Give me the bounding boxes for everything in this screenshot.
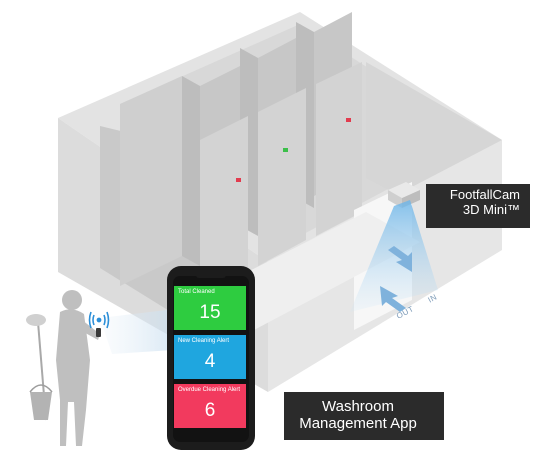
- card-total-cleaned[interactable]: [174, 286, 246, 330]
- arrow-in-icon: [388, 246, 412, 272]
- card-new-cleaning-alert[interactable]: [174, 335, 246, 379]
- bucket-icon: [29, 384, 53, 420]
- vacant-indicator-icon: [283, 148, 288, 152]
- sensor-beam: [350, 200, 438, 312]
- footfallcam-title: FootfallCam: [449, 187, 520, 202]
- washroom-app-callout: Washroom Management App: [284, 392, 444, 440]
- handheld-phone-icon: [96, 328, 101, 337]
- arrow-out-icon: [380, 286, 406, 312]
- card-value-new-cleaning-alert: 4: [204, 351, 216, 372]
- wifi-signal-icon: [88, 311, 110, 329]
- occupied-indicator-icon: [236, 178, 241, 182]
- occupied-indicator-icon: [346, 118, 351, 122]
- card-value-total-cleaned: 15: [199, 302, 221, 323]
- washroom-app-title-line2: Management App: [299, 415, 417, 433]
- card-value-overdue-cleaning-alert: 6: [204, 400, 216, 421]
- card-overdue-cleaning-alert[interactable]: [174, 384, 246, 428]
- footfallcam-callout: FootfallCam 3D Mini™: [426, 184, 530, 228]
- card-label-total-cleaned: Total Cleaned: [178, 289, 215, 295]
- card-label-overdue-cleaning-alert: Overdue Cleaning Alert: [178, 387, 241, 393]
- washroom-app-title-line1: Washroom: [322, 398, 394, 415]
- person-icon: [56, 290, 100, 446]
- footfallcam-model: 3D Mini™: [462, 201, 520, 217]
- card-label-new-cleaning-alert: New Cleaning Alert: [178, 338, 230, 344]
